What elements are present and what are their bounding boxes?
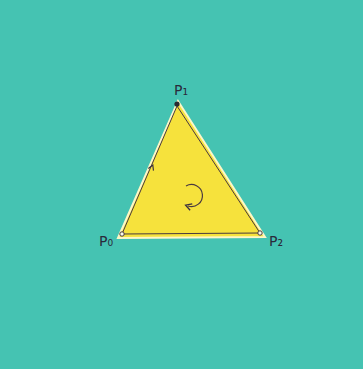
triangle-outline [122,106,260,234]
vertex-label: P₂ [269,234,283,248]
edge-arrow [142,167,152,190]
vertex-label: P₀ [99,234,113,248]
yellow-triangle [118,101,265,238]
vertex-dot [174,101,179,106]
vertex-dot [120,232,124,236]
edge-arrow [205,148,214,162]
vertex-dot [258,231,262,235]
vertex-label: P₁ [174,83,188,97]
orientation-arrow [186,185,202,207]
edge-arrow [184,233,198,234]
edge-arrow [143,169,150,185]
